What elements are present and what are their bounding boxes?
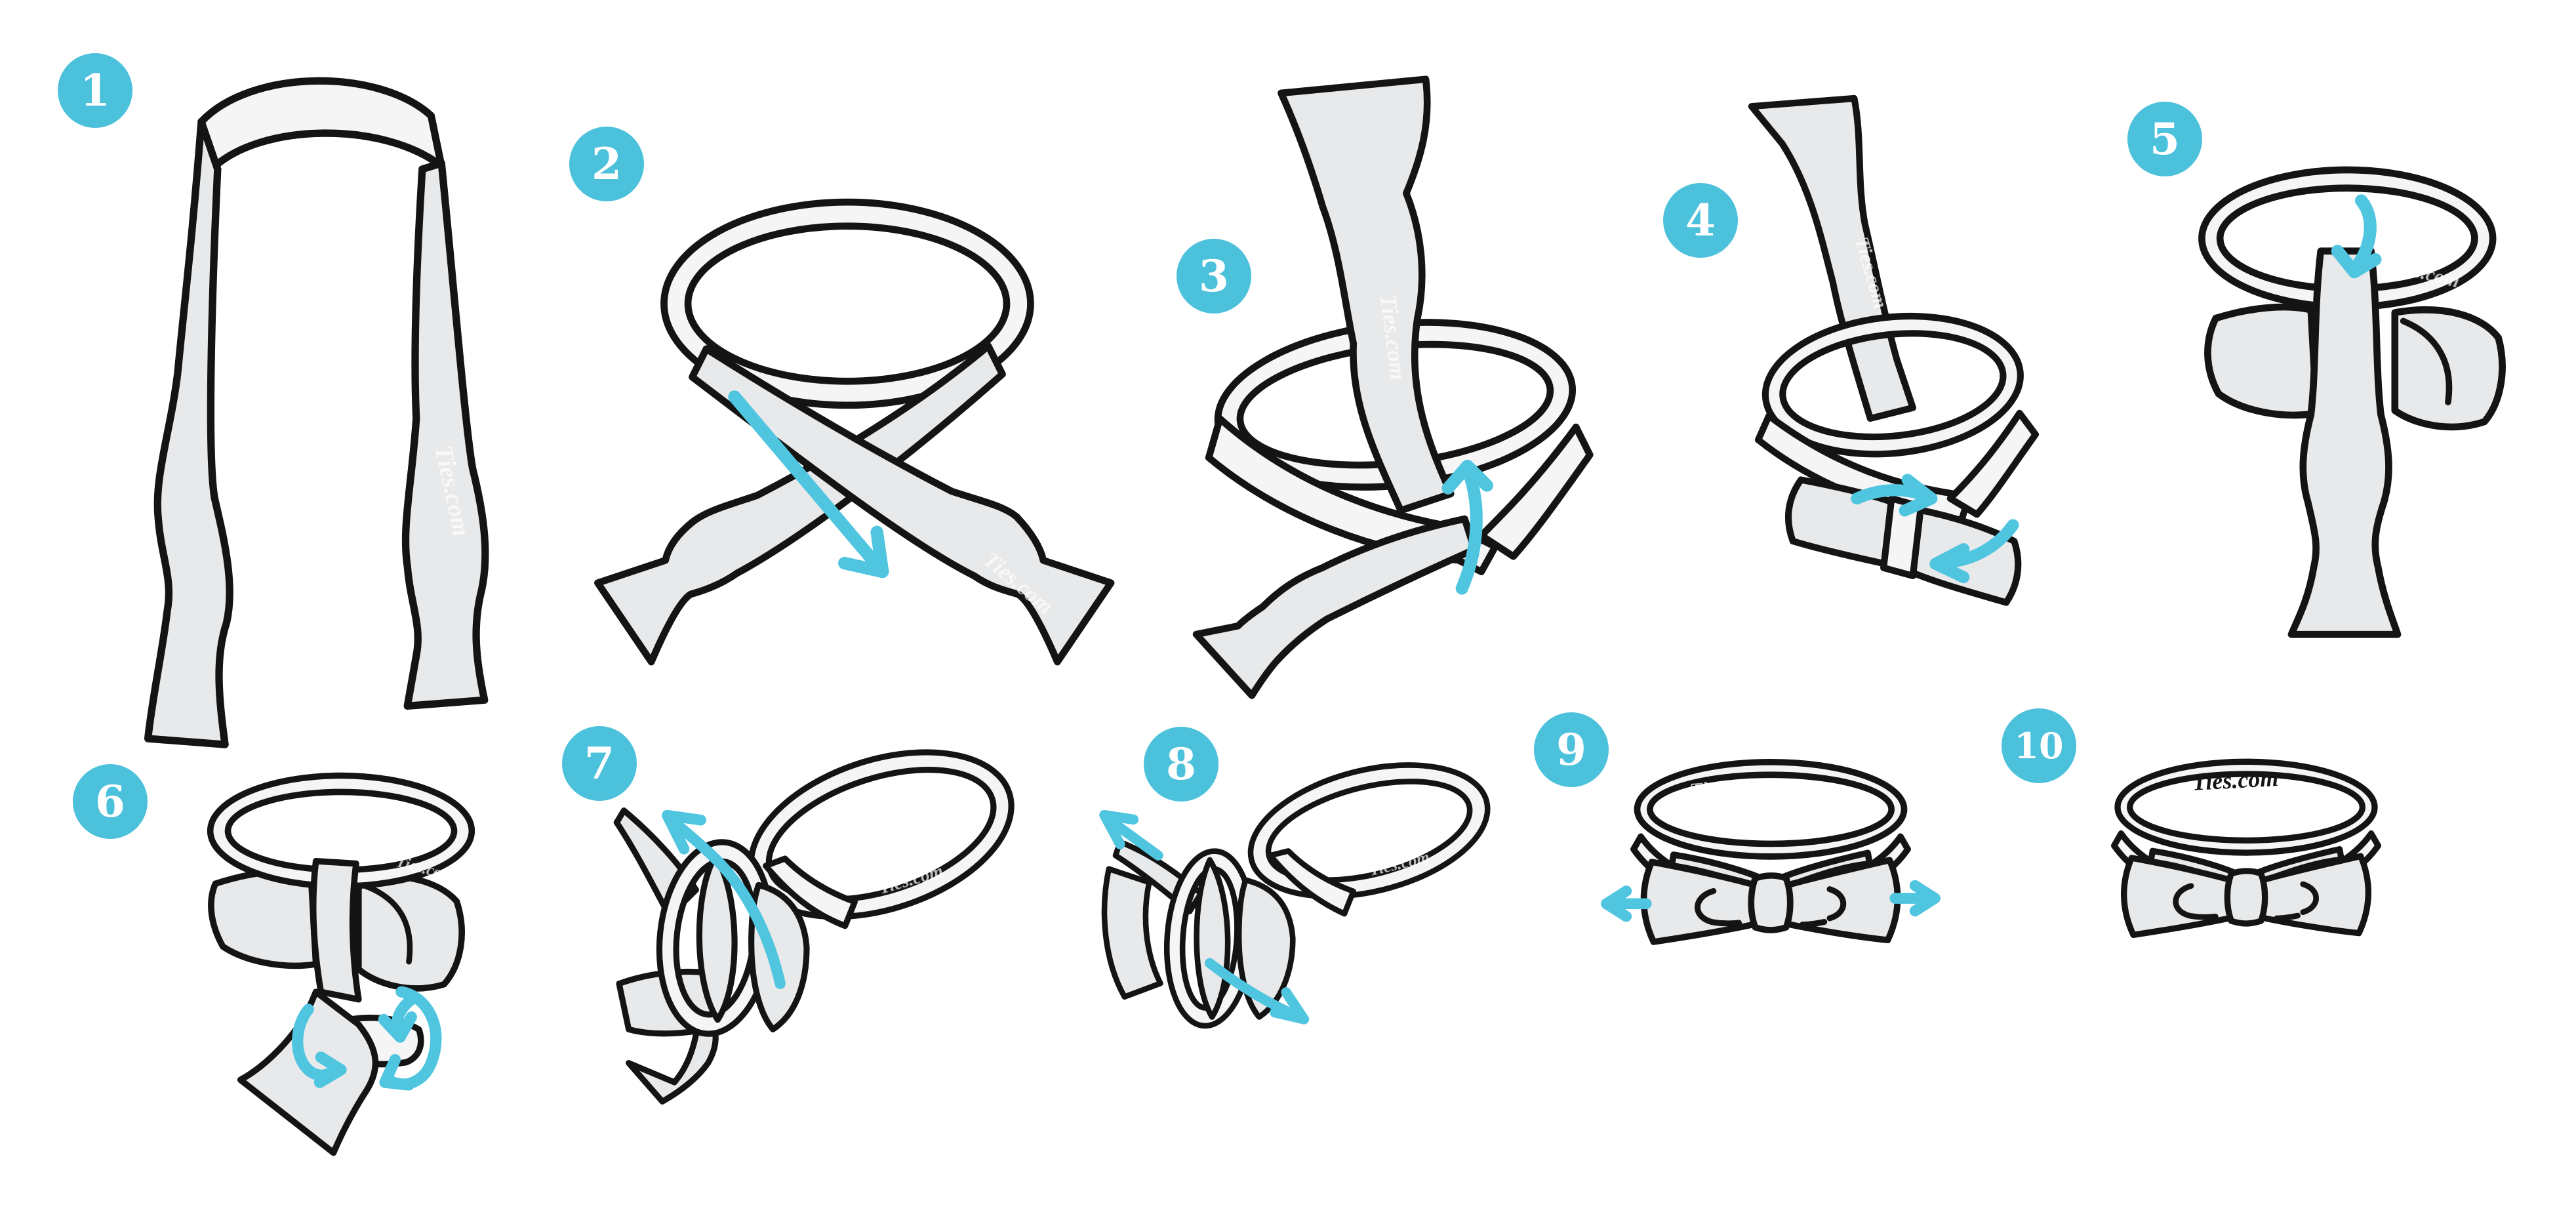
right-tie-end [401,159,489,710]
step-number: 1 [80,65,110,116]
right-fold [748,882,810,1032]
step-10-illustration: Ties.com [2111,758,2381,938]
neck-loop [1247,762,1491,899]
step-4-badge: 4 [1663,183,1738,258]
step-number: 8 [1166,739,1196,790]
bow-left-lobe [1784,476,1901,569]
step-number: 10 [2014,725,2064,767]
pull-up-arrow-icon [1441,459,1493,595]
hanging-tie-end [1192,515,1478,699]
right-fold-dash [2274,912,2301,922]
band-front-right [1946,409,2040,518]
step-8-badge: 8 [1144,727,1218,802]
step-number: 5 [2150,113,2180,165]
neck-loop [207,772,475,889]
bow-center-knot [1748,872,1794,933]
step-number: 7 [584,738,614,789]
step-9-illustration: Ties.com [1601,758,1941,945]
step-number: 3 [1199,251,1229,302]
fold-left-arrow-icon [1929,519,2019,584]
band-connector [1267,848,1356,917]
step-8-illustration: Ties.com [1099,762,1491,1029]
bow-roll-line [2400,317,2453,405]
tighten-right-arrow-icon [1889,880,1941,917]
step-7-illustration: Ties.com [613,749,1015,1105]
right-fold [1236,877,1296,1020]
step-3-badge: 3 [1177,239,1251,314]
folded-end-in-loop [1194,857,1231,1020]
fold-back-left-loop-arrow-icon [292,1004,347,1088]
drop-down-arrow-icon [2331,194,2382,279]
bow-center-knot [2224,868,2268,927]
hanging-tie-end [2287,247,2402,638]
left-fold-curl [1695,887,1742,927]
step-7-badge: 7 [562,726,637,801]
step-6-illustration: Ties.com [207,772,475,1156]
step-4-illustration: Ties.com [1748,94,2040,606]
step-2-badge: 2 [569,127,644,201]
bow-left-wing [2204,303,2320,419]
right-fold-curl [1826,886,1847,922]
step-5-illustration: Ties.com [2198,166,2506,638]
pull-corner-arrow-icon [1099,809,1163,861]
neck-loop [1761,312,2024,458]
neck-band [2114,758,2378,856]
band-connector [763,855,858,929]
step-number: 6 [95,776,125,827]
step-number: 9 [1556,724,1586,775]
step-1-illustration: Ties.com [144,77,489,748]
neck-band [1634,758,1908,860]
over-tie-end [689,345,1115,666]
ties-watermark-dark: Ties.com [2192,765,2279,796]
step-2-illustration: Ties.com [594,198,1115,666]
step-number: 2 [592,138,622,190]
fold-right-arrow-icon [1851,474,1938,517]
step-3-illustration: Ties.com [1192,75,1594,699]
tighten-left-arrow-icon [1601,885,1652,922]
right-fold-curl [2300,881,2319,915]
step-10-badge: 10 [2002,708,2076,783]
step-5-badge: 5 [2127,102,2202,176]
left-fold-curl [2173,883,2219,920]
step-number: 4 [1685,195,1716,246]
neck-band [197,77,445,173]
step-1-badge: 1 [58,53,132,128]
fold-back-right-loop-arrow-icon [378,986,442,1091]
push-through-arrow-icon [662,809,786,989]
neck-loop [2198,166,2497,311]
upper-tie-end [1278,75,1455,514]
left-wing [1101,866,1163,1000]
bottom-tie-end [626,1014,719,1105]
left-tie-end [144,117,233,748]
step-6-badge: 6 [73,764,148,839]
folded-end-in-loop [696,853,738,1023]
pull-down-arrow-icon [1205,958,1310,1025]
center-strap [310,858,362,1003]
right-fold-dash [1799,919,1828,928]
cross-direction-arrow-icon [728,390,889,579]
step-9-badge: 9 [1534,712,1609,787]
bow-roll-line [363,883,413,965]
